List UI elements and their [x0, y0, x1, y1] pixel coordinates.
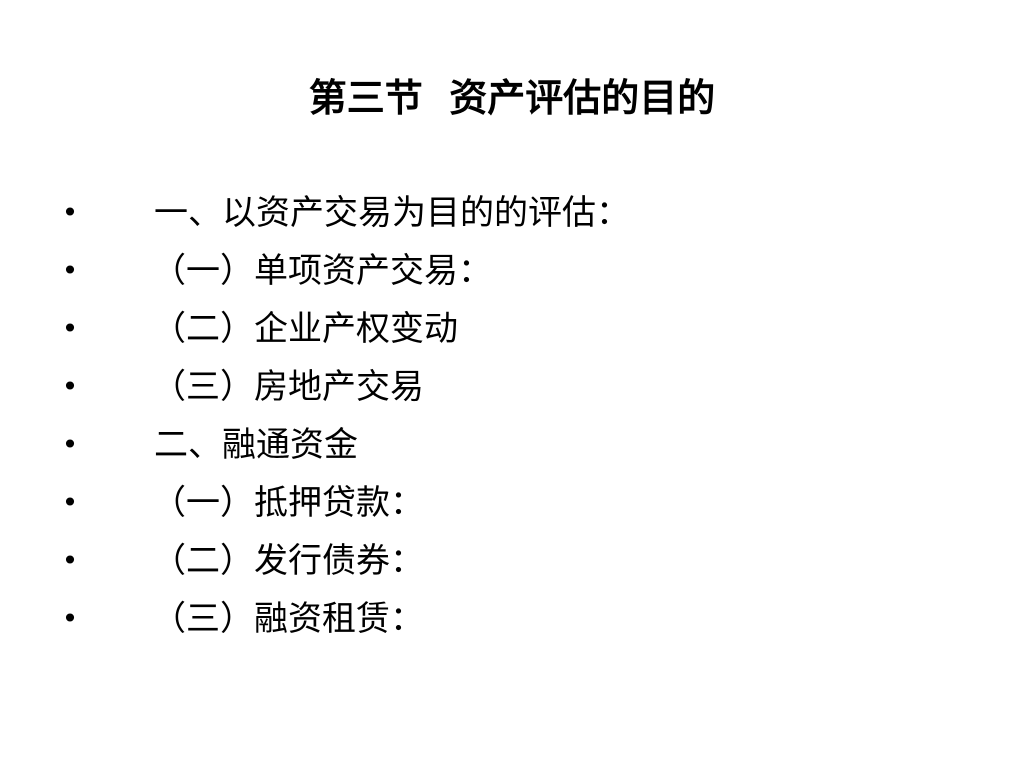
bullet-icon: • — [61, 602, 79, 635]
bullet-item: • （三）房地产交易 — [0, 362, 1024, 420]
bullet-text: 二、融通资金 — [154, 425, 358, 465]
bullet-icon: • — [61, 486, 79, 519]
bullet-text: （一）单项资产交易： — [152, 251, 492, 291]
bullet-icon: • — [61, 370, 79, 403]
bullet-icon: • — [61, 544, 79, 577]
bullet-item: • 一、以资产交易为目的的评估： — [0, 188, 1024, 246]
bullet-item: • （一）抵押贷款： — [0, 478, 1024, 536]
bullet-text: （三）房地产交易 — [152, 367, 424, 407]
bullet-item: • （二）发行债券： — [0, 536, 1024, 594]
bullet-icon: • — [61, 312, 79, 345]
bullet-item: • （一）单项资产交易： — [0, 246, 1024, 304]
bullet-icon: • — [61, 428, 79, 461]
bullet-list: • 一、以资产交易为目的的评估： • （一）单项资产交易： • （二）企业产权变… — [0, 188, 1024, 652]
bullet-text: （一）抵押贷款： — [152, 483, 424, 523]
bullet-text: 一、以资产交易为目的的评估： — [154, 193, 630, 233]
slide-title: 第三节 资产评估的目的 — [308, 76, 716, 120]
bullet-item: • （二）企业产权变动 — [0, 304, 1024, 362]
bullet-text: （二）企业产权变动 — [152, 309, 458, 349]
bullet-icon: • — [61, 196, 79, 229]
bullet-text: （三）融资租赁： — [152, 599, 424, 639]
bullet-item: • （三）融资租赁： — [0, 594, 1024, 652]
bullet-icon: • — [61, 254, 79, 287]
bullet-text: （二）发行债券： — [152, 541, 424, 581]
bullet-item: • 二、融通资金 — [0, 420, 1024, 478]
